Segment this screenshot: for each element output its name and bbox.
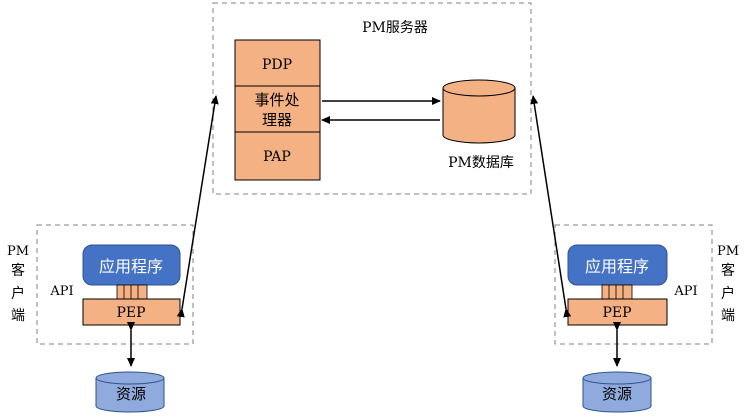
arrow-right-pep-to-server [530,95,572,318]
pdp-box [234,39,321,87]
left-client-label-line3: 户 [11,285,25,302]
right-resource-icon [582,371,652,413]
right-client-label-line2: 客 [721,262,735,279]
left-client-label-line4: 端 [11,308,25,324]
left-api-label: API [49,284,73,299]
right-api-label: API [673,284,697,299]
server-title: PM服务器 [362,20,428,36]
event-processor-label-line1: 事件处 [254,91,299,109]
left-pep-box [82,298,181,326]
left-resource-label: 资源 [116,385,146,403]
left-client-label-line2: 客 [11,262,25,279]
left-resource-icon [95,371,165,413]
right-pep-label: PEP [602,305,631,321]
right-client-label-line4: 端 [721,308,735,324]
right-pep-box [567,298,668,326]
left-client-label-line1: PM [7,244,29,259]
left-client-boundary [36,224,194,345]
left-api-connector [116,284,148,300]
right-client-boundary [554,224,713,345]
right-api-connector [601,284,633,300]
right-resource-label: 资源 [602,385,632,403]
pdp-label: PDP [262,57,292,73]
pm-database-label: PM数据库 [448,155,514,171]
arrow-left-pep-to-server [176,95,219,318]
left-pep-label: PEP [116,305,145,321]
right-client-label-line1: PM [717,244,739,259]
pap-box [234,131,321,181]
right-client-label-line3: 户 [721,285,735,302]
left-application-label: 应用程序 [99,257,163,276]
pap-label: PAP [263,149,291,165]
event-processor-label-line2: 理器 [262,111,292,129]
pm-database-icon [442,79,516,144]
event-processor-box [234,85,321,133]
right-application-label: 应用程序 [585,257,649,276]
